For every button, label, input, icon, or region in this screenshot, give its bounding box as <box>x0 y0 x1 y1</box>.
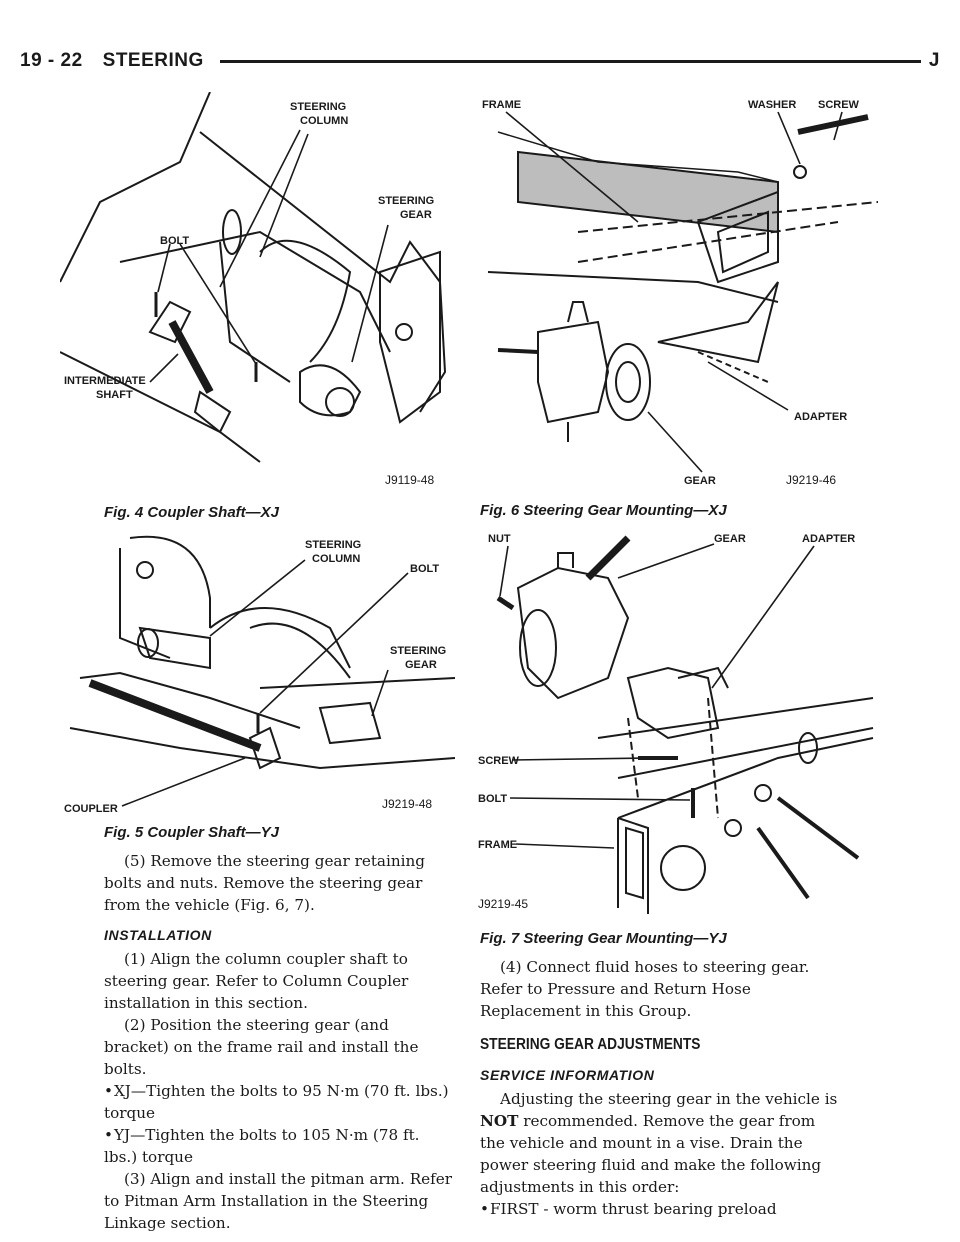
figure-steering-gear-mounting-xj: FRAME WASHER SCREW ADAPTER GEAR J9219-46 <box>478 92 878 492</box>
service-information-heading: SERVICE INFORMATION <box>480 1067 655 1083</box>
label-screw: SCREW <box>478 755 520 767</box>
page-header: 19 - 22 STEERING J <box>20 48 940 74</box>
figure-coupler-shaft-xj: STEERING COLUMN STEERING GEAR BOLT INTER… <box>60 92 455 492</box>
section-title: STEERING <box>102 50 204 71</box>
label-screw: SCREW <box>818 99 860 111</box>
bullet-yj-text: YJ—Tighten the bolts to 105 N·m (78 ft. … <box>104 1126 420 1166</box>
label-bolt: BOLT <box>478 793 507 805</box>
header-letter: J <box>928 50 940 71</box>
right-column-text: (4) Connect fluid hoses to steering gear… <box>480 956 838 1220</box>
label-bolt: BOLT <box>160 235 189 247</box>
bullet-dot: • <box>104 1126 113 1144</box>
steering-gear-mounting-yj-illustration: NUT GEAR ADAPTER SCREW BOLT FRAME J9219-… <box>478 533 874 914</box>
coupler-shaft-yj-illustration: STEERING COLUMN BOLT STEERING GEAR COUPL… <box>64 535 455 815</box>
service-text-post: recommended. Remove the gear from the ve… <box>480 1112 822 1196</box>
label-steering-gear-1: STEERING <box>390 645 446 657</box>
paragraph-step-1: (1) Align the column coupler shaft to st… <box>104 950 409 1012</box>
bullet-first: •FIRST - worm thrust bearing preload <box>480 1198 838 1220</box>
label-washer: WASHER <box>748 99 796 111</box>
bullet-first-text: FIRST - worm thrust bearing preload <box>490 1200 777 1218</box>
bullet-dot: • <box>480 1200 489 1218</box>
paragraph-step-5: (5) Remove the steering gear retaining b… <box>104 852 425 914</box>
paragraph-step-2: (2) Position the steering gear (and brac… <box>104 1016 419 1078</box>
adjustments-heading: STEERING GEAR ADJUSTMENTS <box>480 1036 701 1053</box>
figure-code: J9219-45 <box>478 897 528 911</box>
label-adapter: ADAPTER <box>802 533 855 545</box>
label-steering-column-1: STEERING <box>290 101 346 113</box>
figure-coupler-shaft-yj: STEERING COLUMN BOLT STEERING GEAR COUPL… <box>60 528 455 818</box>
label-steering-column-2: COLUMN <box>312 553 360 565</box>
label-gear: GEAR <box>714 533 746 545</box>
paragraph-service-information: Adjusting the steering gear in the vehic… <box>480 1088 838 1198</box>
figure-steering-gear-mounting-yj: NUT GEAR ADAPTER SCREW BOLT FRAME J9219-… <box>478 528 878 914</box>
label-steering-gear-2: GEAR <box>405 659 437 671</box>
label-frame: FRAME <box>478 839 517 851</box>
label-nut: NUT <box>488 533 511 545</box>
bullet-xj-text: XJ—Tighten the bolts to 95 N·m (70 ft. l… <box>104 1082 449 1122</box>
figure-code: J9119-48 <box>385 473 434 487</box>
bullet-dot: • <box>104 1082 113 1100</box>
figure-code: J9219-46 <box>786 473 836 487</box>
installation-heading: INSTALLATION <box>104 927 212 943</box>
left-column-text: (5) Remove the steering gear retaining b… <box>104 850 456 1234</box>
label-steering-gear-1: STEERING <box>378 195 434 207</box>
figure-caption-4: Fig. 4 Coupler Shaft—XJ <box>104 504 280 521</box>
header-rule <box>219 59 921 63</box>
paragraph-step-3: (3) Align and install the pitman arm. Re… <box>104 1170 452 1232</box>
coupler-shaft-xj-illustration: STEERING COLUMN STEERING GEAR BOLT INTER… <box>60 92 447 487</box>
label-steering-gear-2: GEAR <box>400 209 432 221</box>
label-intermediate-1: INTERMEDIATE <box>64 375 146 387</box>
bullet-xj: •XJ—Tighten the bolts to 95 N·m (70 ft. … <box>104 1080 456 1124</box>
label-adapter: ADAPTER <box>794 411 847 423</box>
label-bolt: BOLT <box>410 563 439 575</box>
label-intermediate-2: SHAFT <box>96 389 133 401</box>
service-text-not: NOT <box>480 1112 519 1130</box>
figure-caption-5: Fig. 5 Coupler Shaft—YJ <box>104 824 280 841</box>
figure-caption-6: Fig. 6 Steering Gear Mounting—XJ <box>480 502 727 519</box>
figure-code: J9219-48 <box>382 797 432 811</box>
label-steering-column-2: COLUMN <box>300 115 348 127</box>
service-text-pre: Adjusting the steering gear in the vehic… <box>500 1090 838 1108</box>
label-steering-column-1: STEERING <box>305 539 361 551</box>
label-coupler: COUPLER <box>64 803 118 815</box>
figure-caption-7: Fig. 7 Steering Gear Mounting—YJ <box>480 930 727 947</box>
bullet-yj: •YJ—Tighten the bolts to 105 N·m (78 ft.… <box>104 1124 456 1168</box>
label-gear: GEAR <box>684 475 716 487</box>
label-frame: FRAME <box>482 99 521 111</box>
paragraph-step-4: (4) Connect fluid hoses to steering gear… <box>480 958 810 1020</box>
page-number: 19 - 22 <box>20 50 83 71</box>
steering-gear-mounting-xj-illustration: FRAME WASHER SCREW ADAPTER GEAR J9219-46 <box>482 99 878 487</box>
